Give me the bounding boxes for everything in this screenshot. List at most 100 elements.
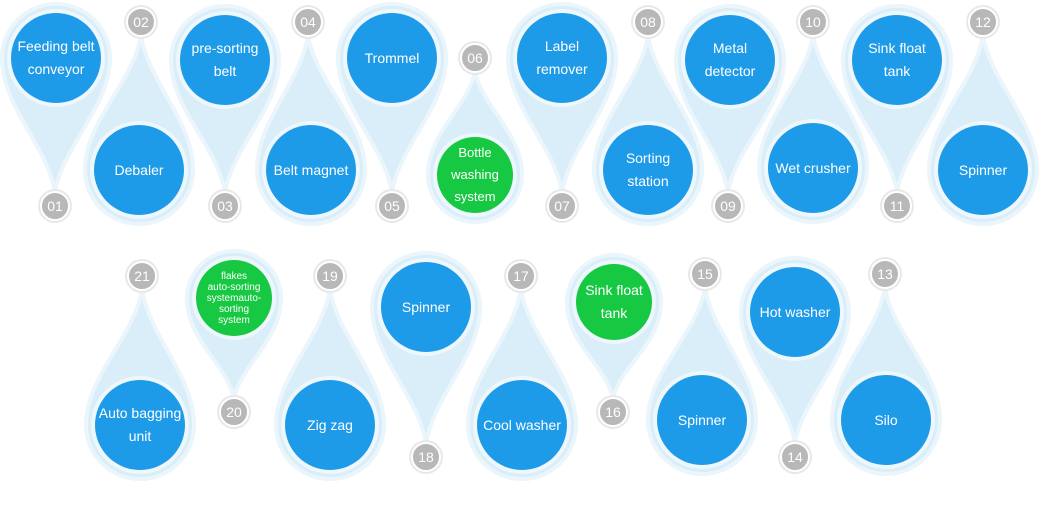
step-label: Spinner xyxy=(677,411,727,428)
step-02-drop-shape xyxy=(82,5,196,226)
step-number: 21 xyxy=(134,268,150,284)
step-number-badge xyxy=(293,7,323,37)
step-number: 03 xyxy=(217,198,233,214)
step-label: Auto bagging unit xyxy=(98,405,182,444)
step-circle xyxy=(750,267,840,357)
step-label: Sink float tank xyxy=(585,282,643,321)
step-number: 04 xyxy=(300,14,316,30)
step-circle xyxy=(517,13,607,103)
step-number: 05 xyxy=(384,198,400,214)
step-label: Belt magnet xyxy=(273,161,349,178)
step-number-badge xyxy=(126,7,156,37)
step-label: Feeding belt conveyor xyxy=(17,38,95,77)
step-20-drop-shape xyxy=(184,249,284,429)
step-number: 09 xyxy=(720,198,736,214)
step-16-drop-shape xyxy=(564,253,664,429)
step-number-badge xyxy=(870,259,900,289)
process-flow-diagram: Feeding belt conveyor 01 Debaler 02 pre-sort… xyxy=(0,2,1040,481)
step-19-drop-shape xyxy=(273,259,387,481)
step-circle xyxy=(938,125,1028,215)
step-circle xyxy=(347,13,437,103)
step-number-badge xyxy=(506,261,536,291)
step-circle xyxy=(94,125,184,215)
step-number: 10 xyxy=(805,14,821,30)
step-circle xyxy=(841,375,931,465)
step-label: Wet crusher xyxy=(775,159,851,176)
step-number: 17 xyxy=(513,268,529,284)
step-label: Spinner xyxy=(401,298,451,315)
step-number-badge xyxy=(210,191,240,221)
step-circle xyxy=(603,125,693,215)
step-number: 06 xyxy=(467,50,483,66)
step-01-drop-shape xyxy=(0,2,113,223)
step-label: pre-sorting belt xyxy=(191,40,259,79)
step-number: 01 xyxy=(47,198,63,214)
step-label: Debaler xyxy=(114,161,164,178)
step-label: Sink float tank xyxy=(868,40,926,79)
step-label: Bottle washing system xyxy=(451,145,499,204)
step-number-badge xyxy=(968,7,998,37)
step-05-drop-shape xyxy=(335,2,449,223)
step-number-badge xyxy=(315,261,345,291)
step-circle xyxy=(768,123,858,213)
step-label: Hot washer xyxy=(759,303,831,320)
step-circle xyxy=(576,264,652,340)
step-number-badge xyxy=(882,191,912,221)
step-11-drop-shape xyxy=(840,4,954,223)
step-number-badge xyxy=(633,7,663,37)
step-07-drop-shape xyxy=(505,2,619,223)
step-number-badge xyxy=(377,191,407,221)
step-number: 13 xyxy=(877,266,893,282)
step-number: 16 xyxy=(605,404,621,420)
step-number-badge xyxy=(127,261,157,291)
step-label: Label remover xyxy=(536,38,588,77)
step-label: flakes auto-sorting systemauto- sorting … xyxy=(206,270,262,326)
step-circle xyxy=(685,15,775,105)
step-number-badge xyxy=(411,442,441,472)
step-number: 11 xyxy=(889,198,905,214)
step-15-drop-shape xyxy=(645,257,759,476)
step-number-badge xyxy=(713,191,743,221)
step-label: Trommel xyxy=(364,49,420,66)
step-number-badge xyxy=(460,43,490,73)
step-circle xyxy=(477,380,567,470)
step-label: Zig zag xyxy=(307,416,353,433)
step-number-badge xyxy=(690,259,720,289)
step-label: Spinner xyxy=(958,161,1008,178)
step-06-drop-shape xyxy=(425,41,525,224)
step-number-badge xyxy=(40,191,70,221)
step-circle xyxy=(196,260,272,336)
step-circle xyxy=(285,380,375,470)
step-number: 07 xyxy=(554,198,570,214)
step-number: 12 xyxy=(975,14,991,30)
step-number: 20 xyxy=(226,404,242,420)
step-number: 14 xyxy=(787,449,803,465)
step-number: 02 xyxy=(133,14,149,30)
step-08-drop-shape xyxy=(591,5,705,226)
step-label: Cool washer xyxy=(483,416,561,433)
step-label: Silo xyxy=(874,411,898,428)
step-number-badge xyxy=(798,7,828,37)
step-circle xyxy=(180,15,270,105)
step-circle xyxy=(11,13,101,103)
step-09-drop-shape xyxy=(673,4,787,223)
step-14-drop-shape xyxy=(738,256,852,474)
step-number: 18 xyxy=(418,449,434,465)
step-03-drop-shape xyxy=(168,4,282,223)
step-circle xyxy=(657,375,747,465)
step-12-drop-shape xyxy=(926,5,1040,226)
step-number-badge xyxy=(598,397,628,427)
step-number: 15 xyxy=(697,266,713,282)
step-number-badge xyxy=(780,442,810,472)
step-18-drop-shape xyxy=(369,251,483,474)
step-circle xyxy=(266,125,356,215)
step-number-badge xyxy=(547,191,577,221)
step-circle xyxy=(852,15,942,105)
step-circle xyxy=(437,137,513,213)
step-number-badge xyxy=(219,397,249,427)
step-label: Metal detector xyxy=(704,40,756,79)
step-17-drop-shape xyxy=(465,259,579,481)
step-number: 19 xyxy=(322,268,338,284)
step-13-drop-shape xyxy=(829,257,943,476)
step-21-drop-shape xyxy=(83,259,197,481)
